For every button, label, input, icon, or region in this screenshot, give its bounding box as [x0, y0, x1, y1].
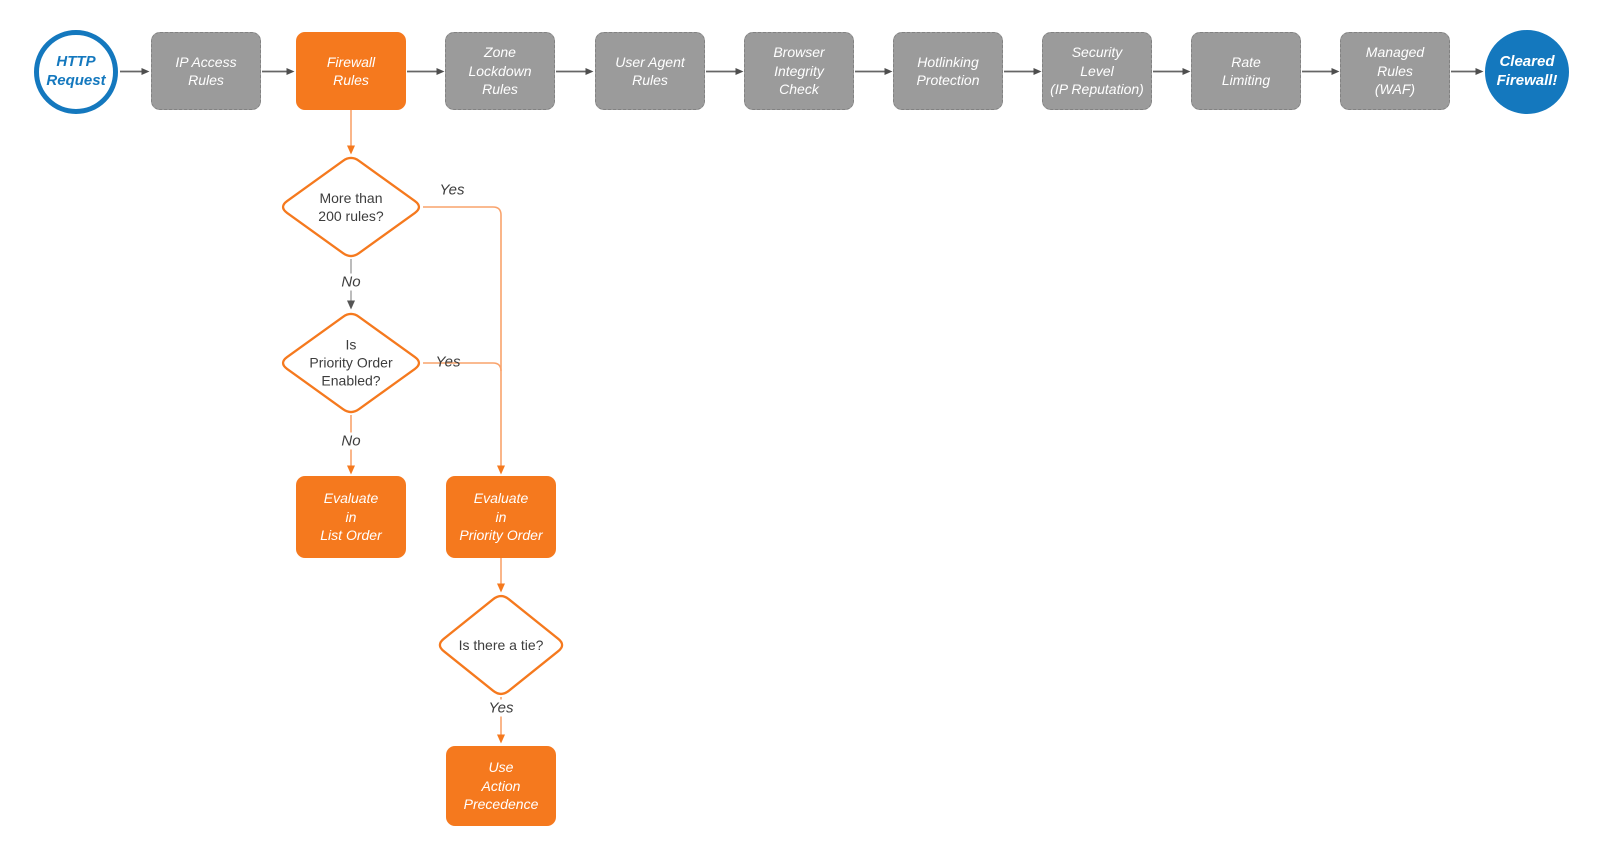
action-label: Evaluate in Priority Order: [459, 490, 543, 544]
stage-zone-lockdown-rules: Zone Lockdown Rules: [445, 32, 555, 110]
end-node-cleared-firewall: Cleared Firewall!: [1485, 30, 1569, 114]
stage-user-agent-rules: User Agent Rules: [595, 32, 705, 110]
decision2-yes-label: Yes: [435, 353, 461, 371]
action-evaluate-in-list-order: Evaluate in List Order: [296, 476, 406, 558]
action-use-action-precedence: Use Action Precedence: [446, 746, 556, 826]
stage-label: Security Level (IP Reputation): [1050, 44, 1144, 98]
stage-ip-access-rules: IP Access Rules: [151, 32, 261, 110]
stage-label: Firewall Rules: [326, 53, 376, 88]
stage-label: Zone Lockdown Rules: [468, 44, 532, 98]
start-node-http-request: HTTP Request: [34, 30, 118, 114]
decision2-no-label: No: [338, 432, 364, 450]
decision2-diamond: [281, 312, 421, 414]
decision1-label: More than 200 rules?: [318, 189, 384, 224]
stage-label: Rate Limiting: [1221, 53, 1271, 88]
action-label: Use Action Precedence: [463, 759, 539, 813]
action-label: Evaluate in List Order: [320, 490, 382, 544]
stage-label: IP Access Rules: [175, 53, 237, 88]
stage-label: Browser Integrity Check: [773, 44, 825, 98]
decision3-label: Is there a tie?: [458, 636, 544, 653]
stage-label: User Agent Rules: [615, 53, 685, 88]
end-node-label: Cleared Firewall!: [1496, 53, 1558, 89]
start-node-label: HTTP Request: [46, 53, 106, 89]
stage-label: Managed Rules (WAF): [1365, 44, 1425, 98]
stage-firewall-rules: Firewall Rules: [296, 32, 406, 110]
decision1-yes-label: Yes: [439, 181, 465, 199]
decision3-yes-label: Yes: [485, 699, 517, 717]
stage-hotlinking-protection: Hotlinking Protection: [893, 32, 1003, 110]
decision-diamonds: [281, 156, 564, 696]
decision1-no-label: No: [338, 273, 364, 291]
connector-decision1-yes: [423, 206, 505, 475]
stage-security-level: Security Level (IP Reputation): [1042, 32, 1152, 110]
stage-rate-limiting: Rate Limiting: [1191, 32, 1301, 110]
stage-managed-rules-waf: Managed Rules (WAF): [1340, 32, 1450, 110]
action-evaluate-in-priority-order: Evaluate in Priority Order: [446, 476, 556, 558]
decision2-label: Is Priority Order Enabled?: [309, 336, 393, 390]
decision3-diamond: [438, 594, 564, 696]
stage-browser-integrity-check: Browser Integrity Check: [744, 32, 854, 110]
stage-label: Hotlinking Protection: [916, 53, 980, 88]
decision1-diamond: [281, 156, 421, 258]
connector-decision2-yes: [423, 362, 502, 372]
